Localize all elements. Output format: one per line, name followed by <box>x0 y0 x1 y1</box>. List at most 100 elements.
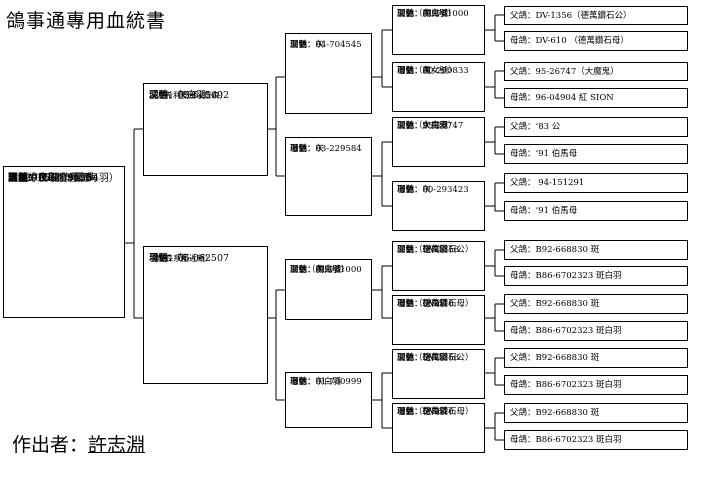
sire-line: （凡希利安那×詹森） <box>149 91 228 100</box>
pedigree-line: 環號：DV-1356 <box>397 245 460 255</box>
gen2-dam-dam-box: 母鴿 環號：01-780999 羽色：灰白羽 <box>285 372 372 428</box>
pedigree-line: 羽色：灰 <box>397 66 432 76</box>
pedigree-line: 羽色：灰 <box>290 144 325 154</box>
pedigree-line: 母鴿 <box>290 377 308 387</box>
pedigree-line: 母鴿：DV-610 （德萬鑽石母） <box>510 36 629 46</box>
gen4-box: 母鴿：B86-6702323 斑白羽 <box>504 430 688 450</box>
pedigree-line: 環號：04-704545 <box>290 40 362 50</box>
subject-line: 五關綜合三位 <box>8 173 68 184</box>
pedigree-line: 父鴿：B92-668830 斑 <box>510 408 600 418</box>
pedigree-line: 父鴿（德萬鑽石公） <box>397 353 474 363</box>
pedigree-line: 環號：00-293423 <box>397 185 469 195</box>
dam-box: 母鴿 環號：06-062507 羽色：灰 （詹森系極近親） <box>143 246 268 384</box>
pedigree-line: 父鴿（魔鬼號） <box>397 9 457 19</box>
pedigree-line: 羽色：斑白羽 <box>397 353 449 363</box>
subject-line: 翔績：2007年夏季 <box>8 173 94 184</box>
gen4-box: 母鴿：‘91 伯馬母 <box>504 144 688 164</box>
pedigree-line: 羽色：灰白羽 <box>397 121 449 131</box>
subject-line: （12015羽，殘284羽） <box>8 173 119 184</box>
pedigree-line: 羽色：斑白羽 <box>397 407 449 417</box>
pedigree-line: 環號：DV-610 <box>397 407 454 417</box>
sire-box: 父鴿 環號：05-625692 羽色：灰白羽 （凡希利安那×詹森） <box>143 83 268 176</box>
pedigree-line: 母鴿：‘91 伯馬母 <box>510 206 578 216</box>
sire-line: 環號：05-625692 <box>149 90 230 101</box>
gen4-box: 父鴿： 94-151291 <box>504 173 688 193</box>
page-title: 鴿事通專用血統書 <box>6 10 167 32</box>
pedigree-line: 環號：00-290833 <box>397 66 469 76</box>
gen3-box: 母鴿 環號：00-293423 羽色：灰 <box>392 181 485 231</box>
gen2-sire-sire-box: 父鴿 環號：04-704545 羽色：灰 <box>285 33 372 114</box>
pedigree-line: 父鴿：B92-668830 斑 <box>510 353 600 363</box>
pedigree-line: 羽色：斑白羽 <box>397 245 449 255</box>
gen3-box: 母鴿（德萬鑽石母） 環號：DV-610 羽色：斑白羽 <box>392 295 485 345</box>
pedigree-line: 母鴿：B86-6702323 斑白羽 <box>510 435 622 445</box>
subject-line: 高雄中正聯合會南海 <box>8 173 98 184</box>
pedigree-line: 父鴿：95-26747（大魔鬼） <box>510 67 619 77</box>
pedigree-line: 羽色：灰白羽 <box>397 9 449 19</box>
sire-line: 羽色：灰白羽 <box>149 90 207 101</box>
gen4-box: 父鴿：DV-1356（德萬鑽石公） <box>504 6 688 25</box>
gen4-box: 母鴿：B86-6702323 斑白羽 <box>504 321 688 341</box>
gen4-box: 父鴿：95-26747（大魔鬼） <box>504 62 688 81</box>
gen3-box: 母鴿（魔女號） 環號：00-290833 羽色：灰 <box>392 62 485 112</box>
pedigree-line: 父鴿：DV-1356（德萬鑽石公） <box>510 11 632 21</box>
gen4-box: 母鴿：‘91 伯馬母 <box>504 201 688 221</box>
sire-line: 父鴿 <box>149 90 169 101</box>
gen4-box: 父鴿：‘83 公 <box>504 117 688 137</box>
pedigree-line: 母鴿（魔女號） <box>397 66 457 76</box>
pedigree-line: 父鴿（魔鬼號） <box>290 265 350 275</box>
gen3-box: 父鴿（德萬鑽石公） 環號：DV-1356 羽色：斑白羽 <box>392 349 485 399</box>
gen3-box: 父鴿（德萬鑽石公） 環號：DV-1356 羽色：斑白羽 <box>392 241 485 291</box>
pedigree-line: 母鴿（德萬鑽石母） <box>397 299 474 309</box>
dam-line: 母鴿 <box>149 253 169 264</box>
gen4-box: 母鴿：B86-6702323 斑白羽 <box>504 266 688 286</box>
pedigree-line: 母鴿 <box>397 185 415 195</box>
gen3-box: 父鴿（大魔鬼） 環號：95-26747 羽色：灰白羽 <box>392 117 485 167</box>
gen4-box: 母鴿：B86-6702323 斑白羽 <box>504 375 688 395</box>
gen2-sire-dam-box: 母鴿 環號：03-229584 羽色：灰 <box>285 137 372 216</box>
dam-line: 環號：06-062507 <box>149 253 230 264</box>
pedigree-line: 環號：01-780999 <box>290 377 362 387</box>
pedigree-line: 羽色：灰白羽 <box>290 377 342 387</box>
subject-pigeon-box: 環號：07-469555 性別：♂ 羽色：灰 翔績：2007年夏季 高雄中正聯合… <box>3 166 125 318</box>
pedigree-line: 環號：01-781000 <box>397 9 469 19</box>
gen4-box: 父鴿：B92-668830 斑 <box>504 348 688 368</box>
pedigree-line: 父鴿（德萬鑽石公） <box>397 245 474 255</box>
gen4-box: 父鴿：B92-668830 斑 <box>504 240 688 260</box>
subject-line: 羽色：灰 <box>8 173 48 184</box>
pedigree-line: 羽色：灰 <box>397 185 432 195</box>
pedigree-line: 環號：03-229584 <box>290 144 362 154</box>
pedigree-line: 母鴿：96-04904 紅 SION <box>510 93 614 103</box>
pedigree-line: 母鴿 <box>290 144 308 154</box>
pedigree-line: 羽色：灰白羽 <box>290 265 342 275</box>
author-name: 許志淵 <box>88 434 146 456</box>
pedigree-line: 父鴿：‘83 公 <box>510 122 561 132</box>
pedigree-line: 羽色：斑白羽 <box>397 299 449 309</box>
pedigree-line: 母鴿：‘91 伯馬母 <box>510 149 578 159</box>
gen4-box: 母鴿：DV-610 （德萬鑽石母） <box>504 31 688 51</box>
pedigree-line: 父鴿：B92-668830 斑 <box>510 245 600 255</box>
gen4-box: 母鴿：96-04904 紅 SION <box>504 88 688 108</box>
pedigree-line: 母鴿：B86-6702323 斑白羽 <box>510 271 622 281</box>
pedigree-line: 環號：95-26747 <box>397 121 464 131</box>
pedigree-line: 父鴿： 94-151291 <box>510 178 585 188</box>
pedigree-line: 環號：DV-1356 <box>397 353 460 363</box>
subject-line: 性別：♂ <box>8 173 47 184</box>
dam-line: （詹森系極近親） <box>149 254 213 263</box>
pedigree-line: 母鴿（德萬鑽石母） <box>397 407 474 417</box>
pedigree-line: 母鴿：B86-6702323 斑白羽 <box>510 326 622 336</box>
pedigree-line: 羽色：灰 <box>290 40 325 50</box>
gen4-box: 父鴿：B92-668830 斑 <box>504 403 688 423</box>
gen4-box: 父鴿：B92-668830 斑 <box>504 294 688 314</box>
dam-line: 羽色：灰 <box>149 253 188 264</box>
gen2-dam-sire-box: 父鴿（魔鬼號） 環號：01-781000 羽色：灰白羽 <box>285 259 372 320</box>
pedigree-line: 環號：01-781000 <box>290 265 362 275</box>
pedigree-line: 父鴿 <box>290 40 308 50</box>
gen3-box: 母鴿（德萬鑽石母） 環號：DV-610 羽色：斑白羽 <box>392 403 485 453</box>
pedigree-line: 父鴿（大魔鬼） <box>397 121 457 131</box>
subject-line: 環號：07-469555 <box>8 173 93 184</box>
author-credit: 作出者：許志淵 <box>12 430 145 457</box>
pedigree-line: 母鴿：B86-6702323 斑白羽 <box>510 380 622 390</box>
pedigree-line: 父鴿：B92-668830 斑 <box>510 299 600 309</box>
